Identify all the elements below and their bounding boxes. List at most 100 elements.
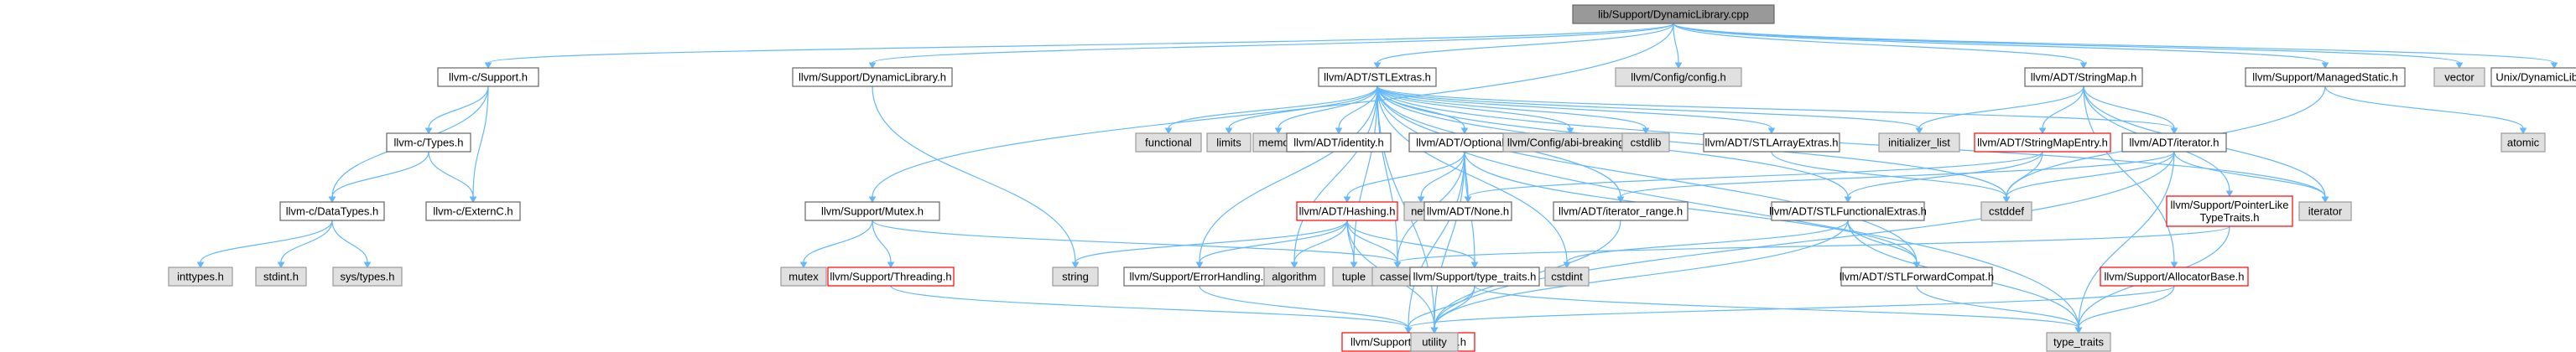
node-label: cassert: [1380, 271, 1415, 283]
node-label: sys/types.h: [340, 271, 394, 283]
node-stringmap[interactable]: llvm/ADT/StringMap.h: [2024, 67, 2143, 87]
node-support_mutex[interactable]: llvm/Support/Mutex.h: [804, 201, 940, 221]
node-c_support[interactable]: llvm-c/Support.h: [437, 67, 539, 87]
node-support_dynlib[interactable]: llvm/Support/DynamicLibrary.h: [792, 67, 953, 87]
node-label: cstddef: [1989, 205, 2024, 218]
edge-arrowhead: [328, 196, 336, 203]
node-stlforwardcompat[interactable]: llvm/ADT/STLForwardCompat.h: [1840, 267, 1994, 287]
node-cstdint: cstdint: [1544, 267, 1590, 287]
edge-stlfunctionalextras-to-cstdint: [1563, 220, 1849, 268]
edge-line: [1376, 85, 2175, 129]
edge-root-to-stringmap: [1673, 23, 2088, 69]
node-stlextras[interactable]: llvm/ADT/STLExtras.h: [1318, 67, 1437, 87]
node-support_typetraits[interactable]: llvm/Support/type_traits.h: [1409, 267, 1540, 287]
edge-arrowhead: [1616, 196, 1625, 203]
node-c_types[interactable]: llvm-c/Types.h: [386, 132, 471, 153]
edge-arrowhead: [484, 62, 492, 69]
edge-stringmap-to-initializer_list: [1915, 85, 2084, 134]
edge-arrowhead: [1195, 261, 1204, 268]
edge-root-to-stlextras: [1373, 23, 1674, 69]
node-box: [1135, 132, 1202, 153]
node-box: [255, 267, 307, 287]
edge-arrowhead: [1350, 261, 1358, 268]
edge-arrowhead: [2002, 196, 2011, 203]
node-label: llvm-c/Types.h: [393, 137, 463, 149]
node-iterator_range[interactable]: llvm/ADT/iterator_range.h: [1553, 201, 1689, 221]
edge-adt_iterator-to-iterator_range: [1616, 151, 2175, 203]
edge-line: [2083, 85, 2175, 263]
edge-arrowhead: [277, 261, 285, 268]
node-unix_dynlib[interactable]: Unix/DynamicLibrary.inc: [2490, 67, 2576, 87]
node-root[interactable]: lib/Support/DynamicLibrary.cpp: [1572, 4, 1775, 24]
node-label: inttypes.h: [177, 271, 224, 283]
edge-layer: [196, 23, 2558, 334]
node-limits: limits: [1206, 132, 1252, 153]
edge-line: [1338, 85, 1378, 129]
node-label: llvm/ADT/StringMap.h: [2031, 71, 2136, 84]
edge-arrowhead: [1563, 261, 1571, 268]
node-adt_iterator[interactable]: llvm/ADT/iterator.h: [2121, 132, 2227, 153]
node-box: [827, 267, 955, 287]
node-box: [1840, 267, 1993, 287]
node-label: atomic: [2507, 137, 2540, 149]
node-box: [2490, 67, 2576, 87]
node-allocatorbase[interactable]: llvm/Support/AllocatorBase.h: [2100, 267, 2249, 287]
edge-c_datatypes-to-inttypes: [196, 220, 333, 268]
node-adt_optional[interactable]: llvm/ADT/Optional.h: [1408, 132, 1521, 153]
node-box: [2298, 201, 2352, 221]
edge-line: [890, 285, 1409, 329]
node-adt_none[interactable]: llvm/ADT/None.h: [1423, 201, 1512, 221]
node-managedstatic[interactable]: llvm/Support/ManagedStatic.h: [2245, 67, 2406, 87]
node-stlarrayextras[interactable]: llvm/ADT/STLArrayExtras.h: [1703, 132, 1840, 153]
node-errorhandling[interactable]: llvm/Support/ErrorHandling.h: [1123, 267, 1276, 287]
edge-adt_iterator-to-cstddef: [2002, 151, 2175, 203]
node-initializer_list: initializer_list: [1878, 132, 1960, 153]
edge-stlextras-to-stlarrayextras: [1376, 85, 1776, 134]
edge-root-to-vector: [1673, 23, 2464, 69]
edge-arrowhead: [2550, 62, 2558, 69]
node-box: [1409, 267, 1540, 287]
node-box: [1553, 201, 1689, 221]
node-label: llvm/Support/ManagedStatic.h: [2252, 71, 2397, 84]
node-iterator_sys: iterator: [2298, 201, 2352, 221]
edge-stlextras-to-tuple: [1350, 85, 1378, 268]
edge-line: [1434, 151, 1465, 329]
node-label: llvm/ADT/STLExtras.h: [1324, 71, 1431, 84]
edge-arrowhead: [1464, 196, 1472, 203]
edge-stlextras-to-functional: [1164, 85, 1378, 134]
edge-line: [1673, 23, 2555, 64]
edge-adt_hashing-to-support_typetraits: [1346, 220, 1479, 268]
edge-managedstatic-to-atomic: [2324, 85, 2527, 134]
edge-adt_hashing-to-errorhandling: [1195, 220, 1348, 268]
node-c_datatypes[interactable]: llvm-c/DataTypes.h: [279, 201, 385, 221]
edge-line: [1376, 85, 1772, 129]
node-label: llvm/ADT/STLForwardCompat.h: [1840, 271, 1994, 283]
node-support_threading[interactable]: llvm/Support/Threading.h: [827, 267, 955, 287]
node-adt_identity[interactable]: llvm/ADT/identity.h: [1286, 132, 1392, 153]
node-label: llvm/Support/PointerLike: [2171, 199, 2289, 211]
edge-line: [1673, 23, 2460, 64]
edge-arrowhead: [1470, 261, 1479, 268]
edge-arrowhead: [1566, 127, 1574, 134]
node-label: llvm/Support/DynamicLibrary.h: [799, 71, 946, 84]
edge-line: [2324, 85, 2524, 129]
edge-line: [472, 85, 489, 198]
node-box: [1318, 67, 1437, 87]
edge-line: [1673, 23, 2326, 64]
node-c_externc[interactable]: llvm-c/ExternC.h: [425, 201, 521, 221]
edge-line: [1199, 285, 1409, 329]
edge-support_dynlib-to-string_sys: [872, 85, 1080, 268]
node-box: [1286, 132, 1392, 153]
node-stlfunctionalextras[interactable]: llvm/ADT/STLFunctionalExtras.h: [1769, 201, 1927, 221]
edge-adt_optional-to-new_h: [1417, 151, 1465, 203]
node-label: llvm/ADT/Hashing.h: [1299, 205, 1396, 218]
node-adt_hashing[interactable]: llvm/ADT/Hashing.h: [1296, 201, 1398, 221]
edge-stlextras-to-initializer_list: [1376, 85, 1923, 134]
edge-stringmapentry-to-adt_none: [1464, 151, 2043, 203]
node-stringmapentry[interactable]: llvm/ADT/StringMapEntry.h: [1974, 132, 2111, 153]
edge-line: [872, 220, 892, 263]
edge-arrowhead: [2170, 261, 2178, 268]
edge-line: [2006, 151, 2175, 198]
node-label: type_traits: [2053, 336, 2104, 349]
